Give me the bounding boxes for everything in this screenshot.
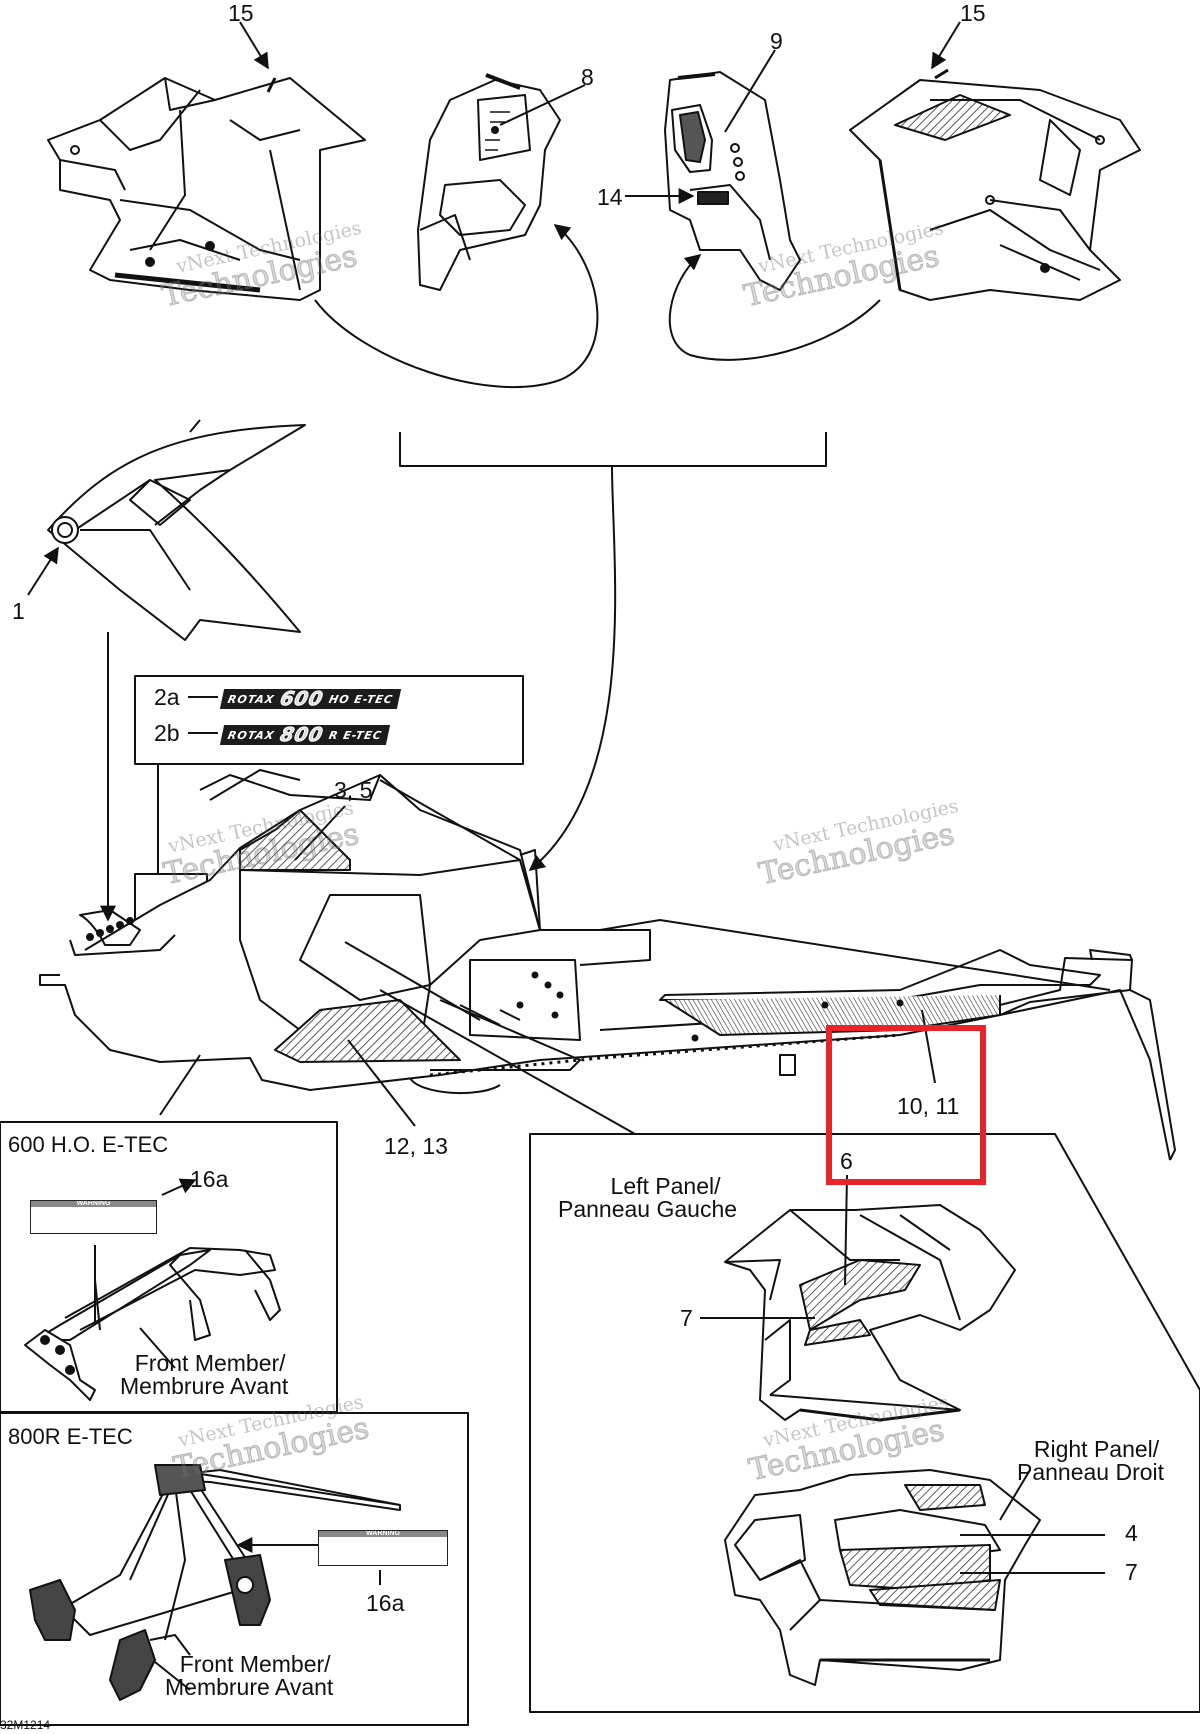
callout-leader-10-11 [921,1009,936,1084]
label-left-panel: Left Panel/ Panneau Gauche [558,1173,738,1222]
warning-decal-600: WARNING [30,1200,157,1234]
callout-leader-9 [724,49,776,133]
figure-code: 32M1214 [0,1718,51,1732]
hood-1 [47,419,306,641]
rotax-600-logo: ROTAX 600 HO E-TEC [219,688,402,711]
callout-16a-bottom: 16a [366,1590,405,1616]
callout-14: 14 [597,184,623,210]
side-panel-top-left [47,77,366,301]
callout-7-right: 7 [1125,1559,1138,1585]
snowmobile-body [39,769,1176,1161]
highlight-box [826,1025,986,1185]
label-front-member-800: Front Member/ Membrure Avant [165,1651,334,1700]
callout-leader-15-left [239,21,269,70]
callout-leader-15-right [931,21,961,70]
callout-10-11: 10, 11 [897,1093,960,1119]
callout-12-13: 12, 13 [384,1133,448,1159]
rotax-800-logo: ROTAX 800 R E-TEC [219,724,391,747]
callout-7-left: 7 [680,1305,693,1331]
callout-leader-8 [499,84,586,126]
box-panels [529,1133,1200,1713]
right-panel [724,1469,1041,1686]
side-cover-8 [417,73,561,291]
callout-15-right: 15 [960,0,986,26]
label-front-member-600: Front Member/ Membrure Avant [120,1350,289,1399]
side-panel-top-right [849,68,1141,301]
front-member-800 [29,1464,401,1701]
callout-leader-1 [27,546,59,596]
callout-9: 9 [770,28,783,54]
front-member-600 [24,1247,281,1401]
callout-1: 1 [12,598,25,624]
callout-4: 4 [1125,1520,1138,1546]
callout-3-5: 3, 5 [334,777,373,803]
callout-2b: 2b [154,720,180,746]
label-right-panel: Right Panel/ Panneau Droit [1017,1436,1165,1485]
callout-16a-top: 16a [190,1166,229,1192]
callout-leader-6 [844,1174,848,1286]
side-cover-9 [664,71,801,291]
callout-leader-12-13 [347,1039,416,1127]
title-800r: 800R E-TEC [8,1424,133,1449]
warning-decal-800: WARNING [318,1530,448,1566]
callout-8: 8 [581,64,594,90]
callout-leader-3-5 [294,805,346,861]
callout-15-left: 15 [228,0,254,26]
callout-6: 6 [840,1148,853,1174]
title-600-ho: 600 H.O. E-TEC [8,1132,169,1157]
callout-2a: 2a [154,684,180,710]
left-panel [724,1204,1016,1422]
